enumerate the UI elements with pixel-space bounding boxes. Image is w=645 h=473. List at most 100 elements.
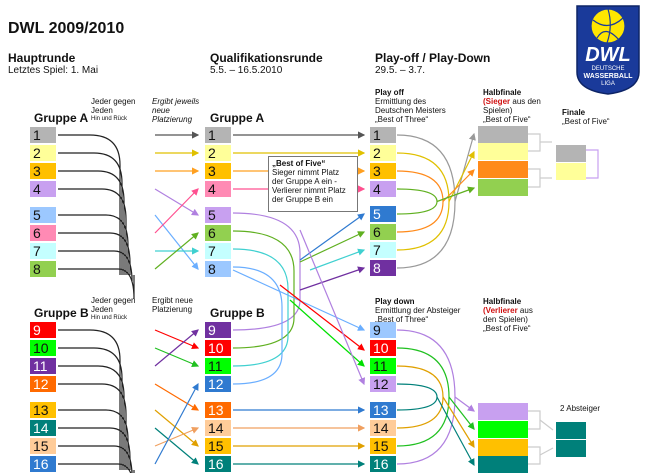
playoff-team-4: 4 bbox=[370, 181, 396, 197]
finale-slot-1 bbox=[556, 145, 586, 162]
halbfinale-title: Halbfinale bbox=[483, 88, 522, 97]
round-robin-curve-a bbox=[58, 214, 129, 275]
cross-arrow bbox=[279, 284, 365, 351]
round-robin-curve-b bbox=[58, 365, 125, 470]
playoff-heading: Play-off / Play-Down bbox=[375, 51, 491, 65]
playdown-team-16: 16 bbox=[370, 456, 396, 472]
group-b-team-16: 16 bbox=[30, 456, 56, 472]
playdown-title: Play down bbox=[375, 297, 415, 306]
halbfinale-line: den Spielen) bbox=[483, 315, 528, 324]
finale-line: „Best of Five“ bbox=[562, 117, 610, 126]
dwl-logo: DWL DEUTSCHE WASSERBALL LIGA bbox=[573, 2, 643, 96]
callout-line: Verlierer nimmt Platz bbox=[272, 186, 346, 195]
playoff-bracket bbox=[396, 152, 450, 251]
group-a-team-5: 5 bbox=[30, 207, 56, 223]
to-semifinal-arrow bbox=[436, 396, 475, 467]
halbfinale-line: „Best of Five“ bbox=[483, 115, 531, 124]
best-of-five-bracket bbox=[232, 248, 289, 367]
group-b-quali-team-12: 12 bbox=[205, 376, 231, 392]
playoff-line: „Best of Three“ bbox=[375, 115, 429, 124]
playoff-sub: 29.5. – 3.7. bbox=[375, 65, 426, 76]
semifinal-bracket bbox=[539, 419, 554, 431]
group-a-team-2: 2 bbox=[30, 145, 56, 161]
halbfinale-top-slot-3 bbox=[478, 161, 528, 178]
group-a-quali-team-5: 5 bbox=[205, 207, 231, 223]
playoff-team-7: 7 bbox=[370, 242, 396, 258]
best-of-five-bracket bbox=[232, 230, 295, 349]
group-a-quali-team-6: 6 bbox=[205, 225, 231, 241]
absteiger-slot-2 bbox=[556, 440, 586, 457]
halbfinale-bottom-slot-2 bbox=[478, 421, 528, 438]
note-line: Platzierung bbox=[152, 115, 193, 124]
semifinal-bracket bbox=[528, 133, 541, 152]
group-b-round-note: Jeder gegen Jeden Hin und Rück bbox=[91, 296, 135, 323]
placement-arrow-b bbox=[154, 426, 200, 447]
note-line: neue bbox=[152, 106, 170, 115]
semifinal-bracket bbox=[528, 410, 541, 430]
final-bracket bbox=[586, 149, 599, 179]
note-line: Platzierung bbox=[152, 305, 193, 314]
group-b-team-12: 12 bbox=[30, 376, 56, 392]
playdown-bracket bbox=[396, 329, 456, 465]
group-a-quali-team-2: 2 bbox=[205, 145, 231, 161]
finale-note: Finale „Best of Five“ bbox=[562, 108, 610, 126]
cross-arrow bbox=[299, 229, 366, 386]
sieger-word: Sieger bbox=[485, 97, 511, 106]
note-line: Hin und Rück bbox=[91, 315, 128, 321]
halbfinale-title: Halbfinale bbox=[483, 297, 522, 306]
halbfinale-bottom-slot-3 bbox=[478, 439, 528, 456]
round-robin-curve-a bbox=[58, 170, 125, 275]
round-robin-curve-a bbox=[58, 152, 123, 275]
round-robin-curve-a bbox=[58, 188, 127, 275]
group-b-team-14: 14 bbox=[30, 420, 56, 436]
placement-arrow-b bbox=[154, 329, 199, 367]
hauptrunde-sub: Letztes Spiel: 1. Mai bbox=[8, 65, 99, 76]
playdown-line: Ermittlung der Absteiger bbox=[375, 306, 461, 315]
group-a-quali-team-8: 8 bbox=[205, 261, 231, 277]
playdown-bracket bbox=[396, 365, 444, 429]
halbfinale-bottom-note: Halbfinale (Verlierer aus den Spielen) „… bbox=[483, 297, 533, 333]
group-b-team-15: 15 bbox=[30, 438, 56, 454]
group-a-quali-label: Gruppe A bbox=[210, 111, 265, 125]
logo-line-3: LIGA bbox=[601, 81, 615, 87]
playoff-title: Play off bbox=[375, 88, 404, 97]
group-b-team-10: 10 bbox=[30, 340, 56, 356]
placement-arrow-a bbox=[154, 232, 199, 270]
group-b-team-13: 13 bbox=[30, 402, 56, 418]
note-line: Jeden bbox=[91, 106, 113, 115]
to-semifinal-arrow bbox=[454, 396, 475, 412]
page-title: DWL 2009/2010 bbox=[8, 20, 125, 37]
note-line: Jeder gegen bbox=[91, 296, 136, 305]
group-b-team-9: 9 bbox=[30, 322, 56, 338]
placement-arrow-b bbox=[154, 347, 200, 368]
callout-line: der Gruppe A ein - bbox=[272, 177, 337, 186]
group-b-label: Gruppe B bbox=[34, 306, 89, 320]
playdown-team-11: 11 bbox=[370, 358, 396, 374]
group-b-quali-team-15: 15 bbox=[205, 438, 231, 454]
halbfinale-top-slot-4 bbox=[478, 179, 528, 196]
playdown-note: Play down Ermittlung der Absteiger „Best… bbox=[375, 297, 460, 324]
round-robin-curve-b bbox=[58, 329, 121, 470]
note-line: Jeder gegen bbox=[91, 97, 136, 106]
playdown-team-9: 9 bbox=[370, 322, 396, 338]
group-a-quali-team-1: 1 bbox=[205, 127, 231, 143]
group-b-quali-team-10: 10 bbox=[205, 340, 231, 356]
finale-slot-2 bbox=[556, 163, 586, 180]
cross-arrow bbox=[309, 248, 366, 271]
group-a-ergibt-note: Ergibt jeweils neue Platzierung bbox=[152, 97, 199, 124]
semifinal-bracket bbox=[528, 168, 541, 188]
playoff-line: Ermittlung des bbox=[375, 97, 427, 106]
absteiger-label: 2 Absteiger bbox=[560, 404, 601, 413]
group-b-team-11: 11 bbox=[30, 358, 56, 374]
playoff-team-8: 8 bbox=[370, 260, 396, 276]
group-b-ergibt-note: Ergibt neue Platzierung bbox=[152, 296, 193, 314]
halbfinale-line: „Best of Five“ bbox=[483, 324, 531, 333]
hauptrunde-heading: Hauptrunde bbox=[8, 51, 76, 65]
halbfinale-bottom-slot-4 bbox=[478, 456, 528, 473]
playoff-bracket bbox=[396, 170, 444, 233]
halbfinale-top-note: Halbfinale (Sieger aus den Spielen) „Bes… bbox=[483, 88, 541, 124]
placement-arrow-b bbox=[154, 383, 200, 411]
halbfinale-top-slot-2 bbox=[478, 143, 528, 160]
playdown-team-13: 13 bbox=[370, 402, 396, 418]
